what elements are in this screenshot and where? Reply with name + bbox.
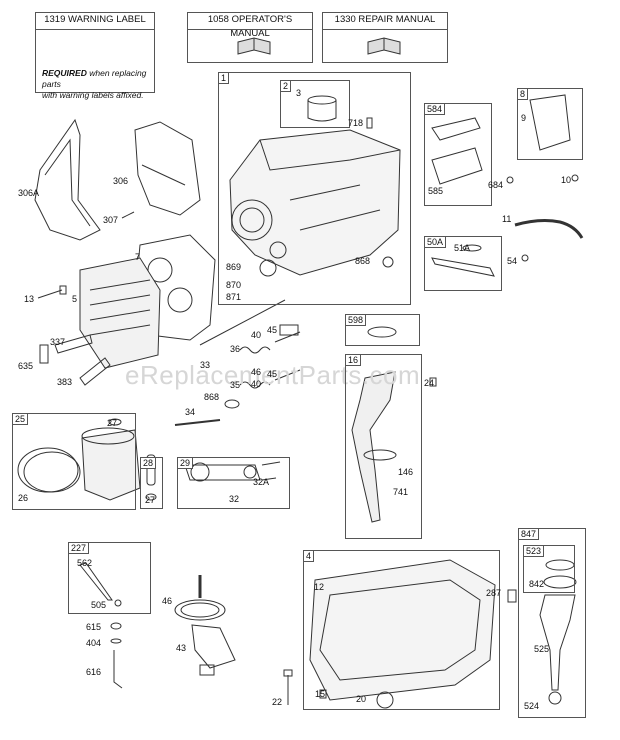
box-governor: 227: [68, 542, 151, 614]
repair-manual-box: [322, 29, 448, 63]
part-label: 306A: [18, 188, 40, 198]
required-note-line1: when replacing parts: [42, 68, 147, 89]
part-label: 40: [251, 379, 262, 389]
part-label: 10: [561, 175, 572, 185]
part-label: 20: [356, 694, 367, 704]
part-label: 9: [521, 113, 527, 123]
box-584: 584: [424, 103, 492, 206]
part-label: 524: [524, 701, 540, 711]
part-label: 842: [529, 579, 545, 589]
box-tag: 847: [518, 528, 540, 540]
part-label: 40: [251, 330, 262, 340]
part-label: 51A: [454, 243, 471, 253]
box-tag: 25: [12, 413, 29, 425]
part-label: 337: [50, 337, 66, 347]
part-label: 45: [267, 325, 278, 335]
part-label: 741: [393, 487, 409, 497]
part-label: 35: [230, 380, 241, 390]
box-tag: 584: [424, 103, 446, 115]
part-label: 869: [226, 262, 242, 272]
part-label: 505: [91, 600, 107, 610]
box-piston: 25: [12, 413, 136, 510]
box-breather: 8: [517, 88, 583, 160]
part-label: 34: [185, 407, 196, 417]
part-label: 54: [507, 256, 518, 266]
box-pin: 28: [140, 457, 163, 509]
part-label: 307: [103, 215, 119, 225]
part-label: 287: [486, 588, 502, 598]
required-note: REQUIRED when replacing parts with warni…: [42, 68, 154, 101]
part-label: 684: [488, 180, 504, 190]
part-label: 868: [204, 392, 220, 402]
repair-manual-header: 1330 REPAIR MANUAL: [322, 12, 448, 30]
warning-label-box: [35, 29, 155, 93]
part-label: 36: [230, 344, 241, 354]
operators-manual-box: [187, 29, 313, 63]
box-tag: 227: [68, 542, 90, 554]
part-label: 46: [162, 596, 173, 606]
box-tag: 8: [517, 88, 529, 100]
box-engine-block: 1: [218, 72, 411, 305]
part-label: 46: [251, 367, 262, 377]
required-note-line2: with warning labels affixed.: [42, 90, 144, 100]
part-label: 32: [229, 494, 240, 504]
part-label: 32A: [253, 477, 270, 487]
box-50a: 50A: [424, 236, 502, 291]
part-label: 11: [502, 214, 512, 224]
part-label: 635: [18, 361, 34, 371]
box-tag: 598: [345, 314, 367, 326]
box-tag: 50A: [424, 236, 447, 248]
operators-manual-header: 1058 OPERATOR'S MANUAL: [187, 12, 313, 39]
part-label: 3: [296, 88, 302, 98]
box-tag: 28: [140, 457, 157, 469]
part-label: 33: [200, 360, 211, 370]
part-label: 718: [348, 118, 364, 128]
part-label: 27: [107, 418, 118, 428]
part-label: 306: [113, 176, 129, 186]
part-label: 7: [135, 252, 141, 262]
part-label: 616: [86, 667, 102, 677]
part-label: 383: [57, 377, 73, 387]
box-tag: 16: [345, 354, 362, 366]
part-label: 868: [355, 256, 371, 266]
box-dipstick-cap: 523: [523, 545, 575, 593]
box-tag: 29: [177, 457, 194, 469]
part-label: 525: [534, 644, 550, 654]
part-label: 43: [176, 643, 187, 653]
part-label: 27: [145, 495, 156, 505]
box-tag: 523: [523, 545, 545, 557]
box-bearing: 2: [280, 80, 350, 128]
part-label: 45: [267, 369, 278, 379]
part-label: 404: [86, 638, 102, 648]
box-sump: 4: [303, 550, 500, 710]
part-label: 615: [86, 622, 102, 632]
part-label: 15: [315, 689, 326, 699]
box-crankshaft: 16: [345, 354, 422, 539]
part-label: 13: [24, 294, 35, 304]
part-label: 5: [72, 294, 78, 304]
part-label: 24: [424, 378, 435, 388]
box-dipstick: 847: [518, 528, 586, 718]
part-label: 12: [314, 582, 325, 592]
part-label: 585: [428, 186, 444, 196]
watermark: eReplacementParts.com: [125, 360, 421, 390]
part-label: 562: [77, 558, 93, 568]
box-tag: 2: [280, 80, 292, 92]
warning-label-header: 1319 WARNING LABEL: [35, 12, 155, 30]
box-tag: 4: [303, 550, 315, 562]
part-label: 26: [18, 493, 29, 503]
box-tag: 1: [218, 72, 230, 84]
part-label: 871: [226, 292, 242, 302]
part-label: 146: [398, 467, 414, 477]
box-rod: 29: [177, 457, 290, 509]
required-word: REQUIRED: [42, 68, 87, 78]
box-598: 598: [345, 314, 420, 346]
part-label: 22: [272, 697, 283, 707]
part-label: 870: [226, 280, 242, 290]
